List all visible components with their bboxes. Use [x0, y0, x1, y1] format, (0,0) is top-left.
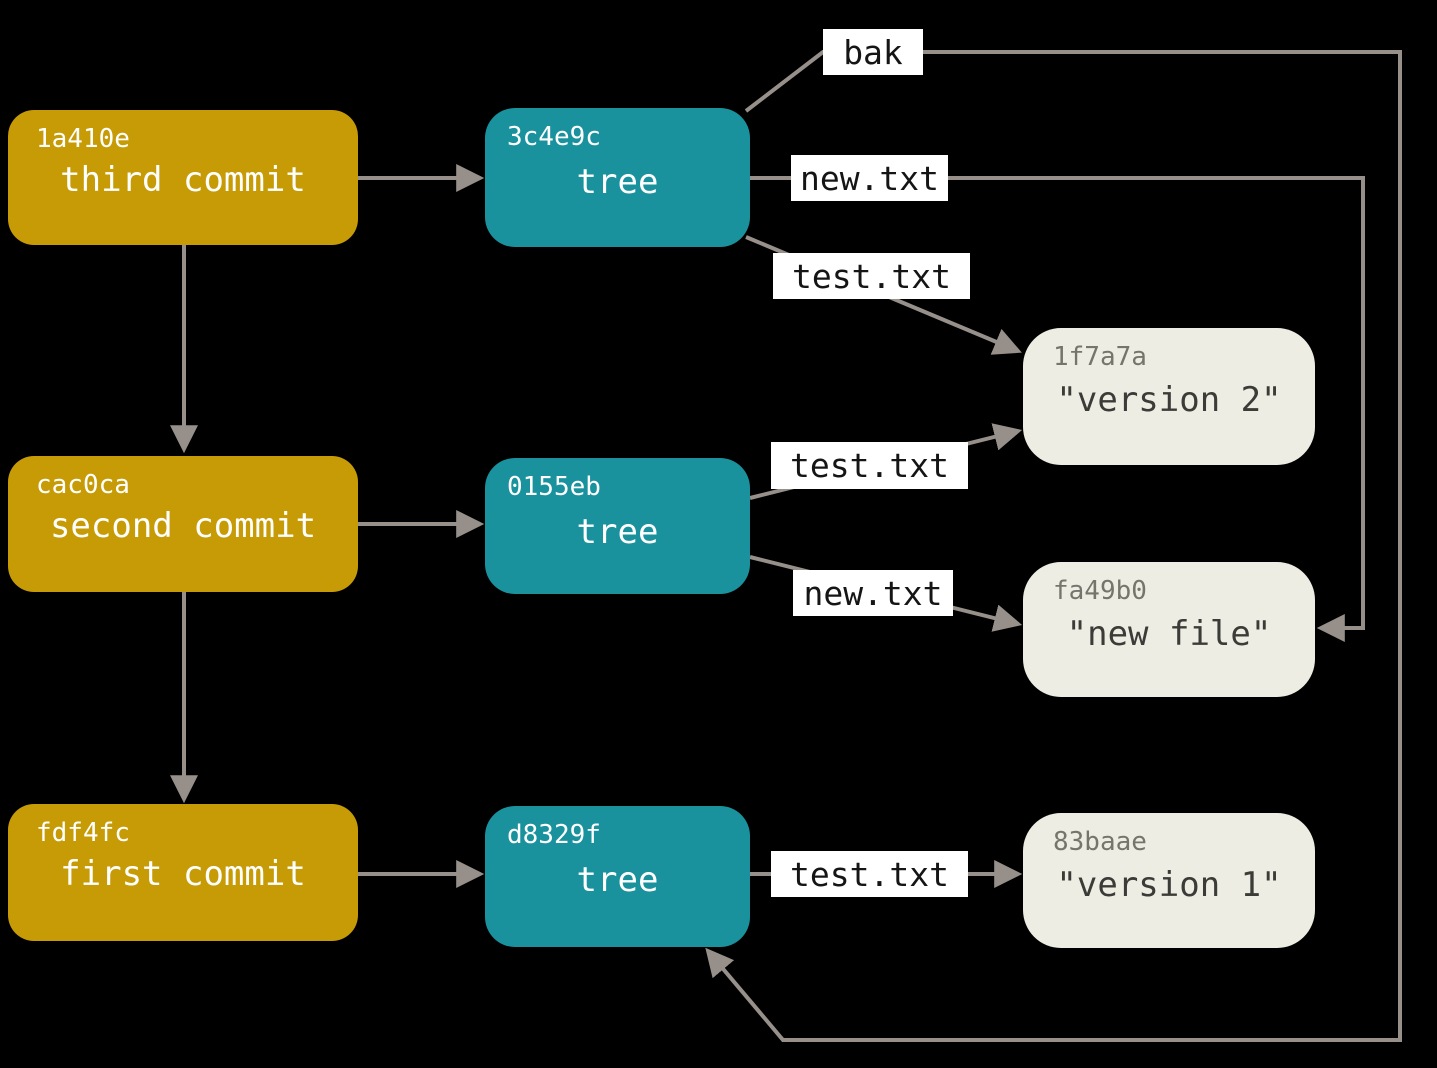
blob-node-version1: 83baae "version 1"	[1023, 813, 1315, 948]
blob-hash: fa49b0	[1053, 576, 1147, 606]
tree-title: tree	[576, 512, 659, 552]
commit-hash: 1a410e	[36, 124, 130, 154]
tree-node-first: d8329f tree	[485, 806, 750, 947]
commit-title: first commit	[60, 854, 306, 894]
blob-node-newfile: fa49b0 "new file"	[1023, 562, 1315, 697]
commit-node-second: cac0ca second commit	[8, 456, 358, 592]
commit-title: third commit	[60, 160, 306, 200]
tree-hash: 3c4e9c	[507, 122, 601, 152]
commit-title: second commit	[49, 506, 317, 546]
tree-hash: 0155eb	[507, 472, 601, 502]
blob-title: "new file"	[1066, 614, 1272, 654]
tree-title: tree	[576, 162, 659, 202]
edge-bak-to-first-tree	[705, 50, 1402, 1042]
blob-hash: 83baae	[1053, 827, 1147, 857]
tree-node-second: 0155eb tree	[485, 458, 750, 594]
blob-hash: 1f7a7a	[1053, 342, 1147, 372]
edge-label-testtxt-mid: test.txt	[771, 442, 968, 489]
edge-label-newtxt-mid: new.txt	[793, 570, 953, 616]
edge-label-testtxt-bottom: test.txt	[771, 851, 968, 897]
blob-title: "version 1"	[1056, 865, 1282, 905]
blob-title: "version 2"	[1056, 380, 1282, 420]
commit-hash: fdf4fc	[36, 818, 130, 848]
edge-label-newtxt-top: new.txt	[791, 155, 948, 201]
commit-node-first: fdf4fc first commit	[8, 804, 358, 941]
tree-title: tree	[576, 860, 659, 900]
commit-node-third: 1a410e third commit	[8, 110, 358, 245]
edge-label-bak: bak	[823, 29, 923, 75]
blob-node-version2: 1f7a7a "version 2"	[1023, 328, 1315, 465]
commit-hash: cac0ca	[36, 470, 130, 500]
edge-label-testtxt-top: test.txt	[773, 253, 970, 299]
tree-node-third: 3c4e9c tree	[485, 108, 750, 247]
edge-newtxt-top-to-newfile-blob	[750, 176, 1365, 642]
tree-hash: d8329f	[507, 820, 601, 850]
